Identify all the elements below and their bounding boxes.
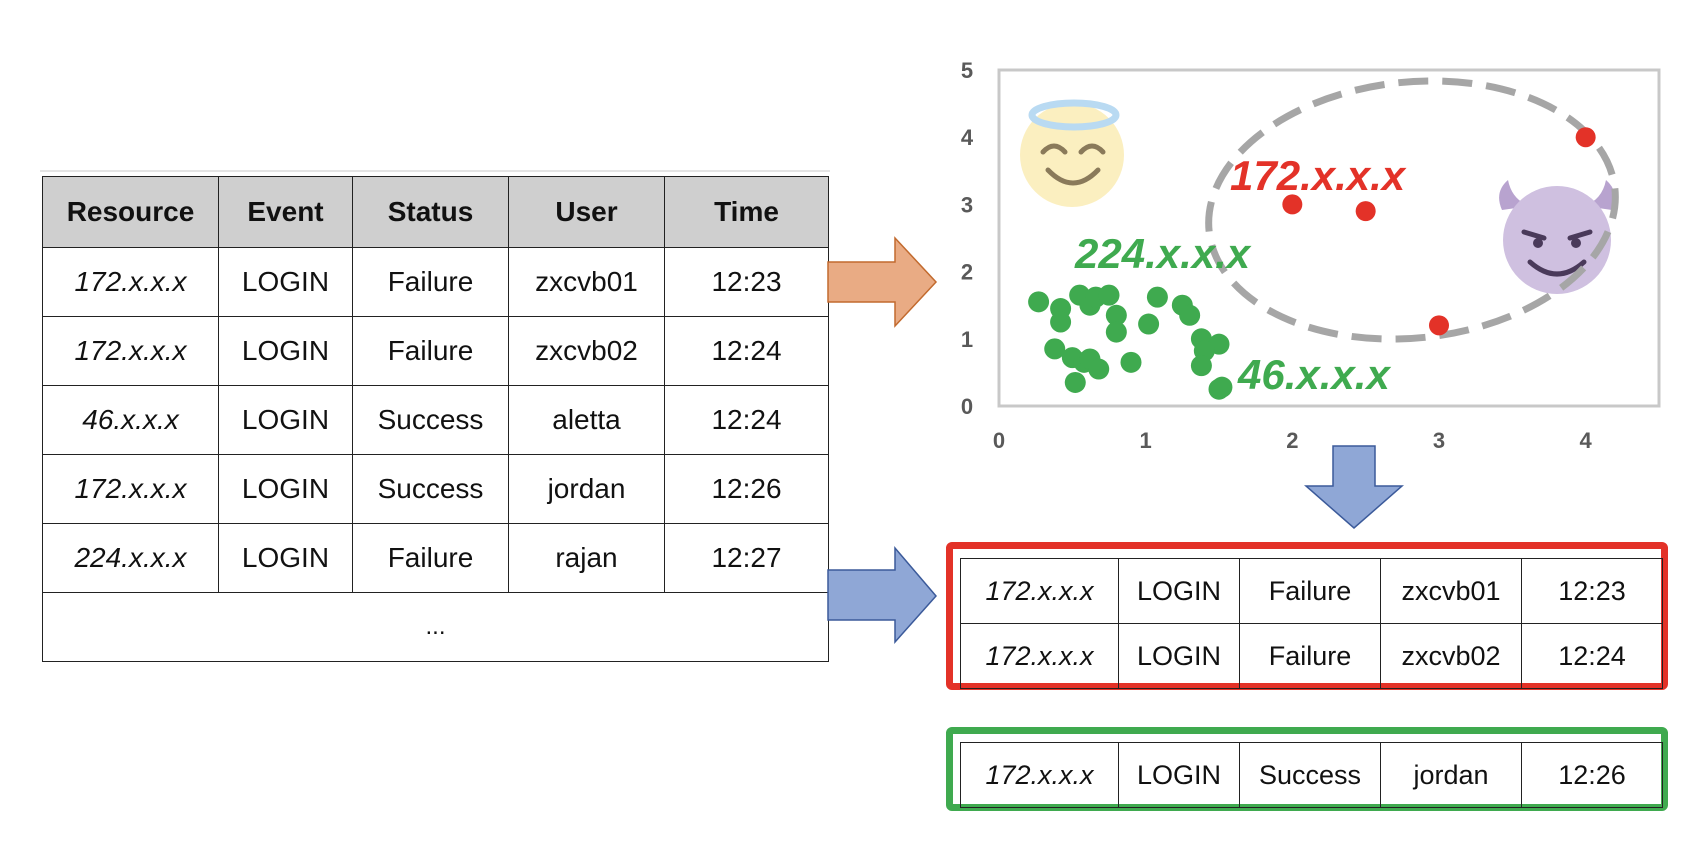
data-point-benign [1190,355,1212,377]
cell-user: jordan [1380,742,1522,808]
log-table-header-row: Resource Event Status User Time [42,176,829,248]
data-point-malicious [1575,127,1596,148]
cell-event: LOGIN [1118,623,1240,689]
log-table-container: Resource Event Status User Time 172.x.x.… [42,176,829,662]
header-status: Status [352,176,509,248]
cell-time: 12:24 [664,385,829,455]
header-resource: Resource [42,176,219,248]
data-point-benign [1088,358,1110,380]
annotation-224: 224.x.x.x [1074,230,1252,277]
table-row: 172.x.x.x LOGIN Success jordan 12:26 [960,742,1663,808]
cell-event: LOGIN [218,523,353,593]
annotation-172: 172.x.x.x [1230,152,1407,199]
y-tick-label: 1 [961,327,973,352]
cell-event: LOGIN [218,316,353,386]
data-point-benign [1179,304,1201,326]
cell-resource: 172.x.x.x [42,316,219,386]
cell-event: LOGIN [218,385,353,455]
cell-status: Failure [1239,558,1381,624]
y-tick-label: 4 [961,125,974,150]
anomaly-cluster-boundary [1205,77,1619,343]
data-point-benign [1028,291,1050,313]
table-row: 172.x.x.x LOGIN Failure zxcvb02 12:24 [960,623,1663,689]
data-point-benign [1098,284,1120,306]
data-point-malicious [1282,194,1303,215]
cell-resource: 172.x.x.x [960,558,1119,624]
cell-time: 12:24 [664,316,829,386]
cell-resource: 172.x.x.x [960,742,1119,808]
data-point-benign [1105,321,1127,343]
header-time: Time [664,176,829,248]
data-point-benign [1138,313,1160,335]
malicious-cluster-table: 172.x.x.x LOGIN Failure zxcvb01 12:23 17… [960,558,1663,689]
table-row: 224.x.x.x LOGIN Failure rajan 12:27 [42,523,829,593]
y-tick-label: 3 [961,192,973,217]
cell-user: rajan [508,523,665,593]
cell-status: Failure [352,247,509,317]
cell-status: Failure [352,316,509,386]
cell-status: Failure [352,523,509,593]
arrow-right-blue [827,545,937,644]
table-row-ellipsis: ... [42,592,829,662]
y-axis-ticks: 0 1 2 3 4 5 [961,58,974,419]
cell-user: zxcvb01 [1380,558,1522,624]
header-user: User [508,176,665,248]
cell-user: zxcvb02 [508,316,665,386]
y-tick-label: 2 [961,260,973,285]
smiling-face-with-halo-icon [1020,99,1124,207]
cell-time: 12:27 [664,523,829,593]
cell-status: Success [1239,742,1381,808]
cell-time: 12:26 [664,454,829,524]
x-axis-ticks: 0 1 2 3 4 [993,428,1593,453]
arrow-right-orange [827,236,938,328]
y-tick-label: 0 [961,394,973,419]
data-point-malicious [1429,315,1449,336]
cell-status: Failure [1239,623,1381,689]
cell-event: LOGIN [218,454,353,524]
y-tick-label: 5 [961,58,973,83]
table-top-shadow [40,170,830,172]
benign-cluster-box: 172.x.x.x LOGIN Success jordan 12:26 [946,727,1668,811]
ellipsis-cell: ... [42,592,829,662]
x-tick-label: 3 [1433,428,1445,453]
header-event: Event [218,176,353,248]
data-point-benign [1105,304,1127,326]
benign-cluster-table: 172.x.x.x LOGIN Success jordan 12:26 [960,742,1663,808]
annotation-46: 46.x.x.x [1237,351,1391,398]
x-tick-label: 4 [1580,428,1593,453]
x-tick-label: 1 [1140,428,1152,453]
data-point-benign [1064,371,1086,393]
cell-resource: 172.x.x.x [42,247,219,317]
arrow-down-blue [1304,445,1404,529]
cell-time: 12:23 [1521,558,1663,624]
cell-resource: 172.x.x.x [960,623,1119,689]
cell-user: jordan [508,454,665,524]
cell-resource: 172.x.x.x [42,454,219,524]
cell-resource: 46.x.x.x [42,385,219,455]
data-point-benign [1211,376,1233,398]
cell-time: 12:26 [1521,742,1663,808]
smiling-face-with-horns-icon [1499,180,1615,294]
data-point-malicious [1355,201,1376,222]
x-tick-label: 0 [993,428,1005,453]
data-points [1028,127,1596,400]
x-tick-label: 2 [1286,428,1298,453]
cell-time: 12:23 [664,247,829,317]
log-table: Resource Event Status User Time 172.x.x.… [42,176,829,662]
malicious-cluster-box: 172.x.x.x LOGIN Failure zxcvb01 12:23 17… [946,542,1668,690]
cell-time: 12:24 [1521,623,1663,689]
data-point-benign [1120,351,1142,373]
data-point-benign [1044,338,1066,360]
cell-event: LOGIN [1118,742,1240,808]
data-point-benign [1146,286,1168,308]
data-point-benign [1050,311,1072,333]
cell-event: LOGIN [1118,558,1240,624]
table-row: 172.x.x.x LOGIN Failure zxcvb01 12:23 [960,558,1663,624]
table-row: 172.x.x.x LOGIN Failure zxcvb02 12:24 [42,316,829,386]
cell-user: zxcvb02 [1380,623,1522,689]
